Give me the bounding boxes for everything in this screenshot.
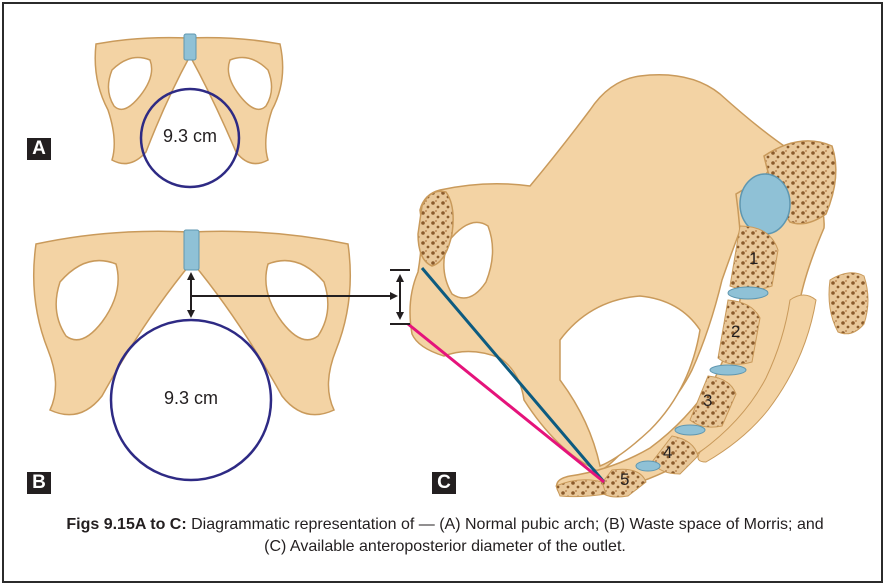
ischial-spine-fragment: [829, 273, 868, 334]
panel-label-b: B: [27, 472, 51, 494]
symphysis-cartilage-b: [184, 230, 199, 270]
panel-label-a: A: [27, 138, 51, 160]
vertebra-label-5: 5: [620, 470, 629, 490]
symphysis-cartilage-a: [184, 34, 196, 60]
caption-prefix: Figs 9.15A to C:: [66, 516, 186, 533]
panel-label-c: C: [432, 472, 456, 494]
panel-a-pubic-arch: [95, 34, 282, 187]
panel-c-pelvis: [390, 75, 868, 497]
disc-2: [710, 365, 746, 375]
vertebra-label-4: 4: [663, 443, 672, 463]
vertebra-label-2: 2: [731, 322, 740, 342]
panel-b-pubic-arch: [34, 230, 396, 480]
figure-caption: Figs 9.15A to C: Diagrammatic representa…: [60, 514, 830, 558]
disc-3: [675, 425, 705, 435]
lumbosacral-disc: [740, 174, 790, 234]
vertebra-label-3: 3: [703, 391, 712, 411]
caption-text: Diagrammatic representation of — (A) Nor…: [191, 516, 824, 555]
disc-4: [636, 461, 660, 471]
circle-a-label: 9.3 cm: [135, 126, 245, 147]
circle-b-label: 9.3 cm: [136, 388, 246, 409]
disc-1: [728, 287, 768, 299]
vertebra-label-1: 1: [749, 249, 758, 269]
